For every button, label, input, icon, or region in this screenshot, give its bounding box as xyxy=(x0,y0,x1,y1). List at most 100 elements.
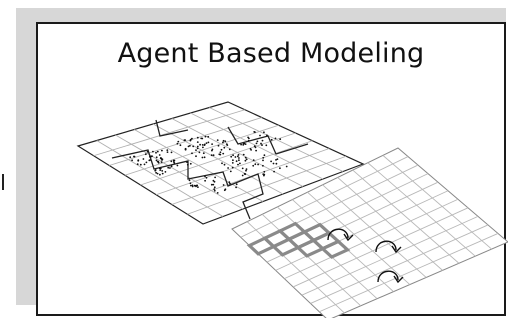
agent-dot xyxy=(273,170,275,173)
grid-line xyxy=(307,191,411,285)
grid-line xyxy=(155,140,313,196)
agent-dot xyxy=(257,163,259,166)
agent-dot xyxy=(207,135,210,138)
agent-dot xyxy=(235,183,238,186)
agent-dot xyxy=(204,135,207,138)
agent-dot xyxy=(188,179,191,182)
agent-dot xyxy=(245,168,248,171)
agent-dot xyxy=(279,138,282,141)
agent-dot xyxy=(129,156,132,159)
agent-dot xyxy=(220,148,223,151)
agent-dot xyxy=(159,169,162,172)
agent-dot xyxy=(212,183,215,186)
grid-line xyxy=(319,233,499,313)
agent-dot xyxy=(272,162,275,165)
region-boundary-a xyxy=(111,149,264,220)
agent-dot xyxy=(155,156,158,159)
grid-line xyxy=(109,117,262,166)
agent-dot xyxy=(190,184,192,187)
agent-dot xyxy=(203,144,206,146)
agent-dot xyxy=(275,162,278,165)
agent-dot xyxy=(228,148,231,151)
agent-dot xyxy=(201,144,204,146)
agent-dot xyxy=(261,139,264,142)
agent-dot xyxy=(224,140,227,143)
agent-dot xyxy=(167,166,170,169)
agent-dot xyxy=(274,137,277,140)
grid-line xyxy=(367,162,476,257)
agent-dot xyxy=(142,158,145,160)
grid-line xyxy=(337,177,443,271)
agent-dot xyxy=(217,144,220,147)
agent-dot xyxy=(262,156,265,159)
agent-dot xyxy=(161,172,164,175)
agent-dot xyxy=(223,189,226,192)
agent-dot xyxy=(146,150,149,153)
agent-dot xyxy=(152,150,154,153)
agent-dot xyxy=(270,138,273,141)
agent-dot xyxy=(160,161,163,164)
agent-dot xyxy=(213,188,216,191)
agent-dot xyxy=(197,186,199,189)
agent-dot xyxy=(158,167,161,170)
agent-dot xyxy=(155,151,157,154)
agent-dot xyxy=(254,131,256,133)
agent-dot xyxy=(204,179,207,182)
agent-dot xyxy=(261,144,263,146)
agent-dot xyxy=(184,139,187,141)
agent-dot xyxy=(222,141,224,144)
agent-dot xyxy=(164,171,167,173)
grid-line xyxy=(284,198,459,280)
agent-dot xyxy=(241,167,244,170)
agent-dot xyxy=(255,142,258,145)
agent-dot xyxy=(139,163,142,166)
agent-dot xyxy=(222,139,225,142)
rotation-arrow xyxy=(377,270,399,283)
agent-dot xyxy=(263,170,266,173)
agent-dot xyxy=(210,183,213,186)
agent-dot xyxy=(211,143,214,145)
agent-dot xyxy=(154,169,157,172)
agent-dot xyxy=(148,159,151,162)
region-boundary-b xyxy=(227,126,309,155)
diagram-card: Agent Based Modeling xyxy=(36,22,508,318)
agent-dot xyxy=(156,150,159,153)
agent-dot xyxy=(231,162,234,164)
arrow-head xyxy=(343,233,354,242)
lower-grid-layer xyxy=(231,147,508,318)
grid-line xyxy=(187,155,347,215)
agent-dot xyxy=(144,153,147,156)
agent-dot xyxy=(241,174,244,177)
diagram-title: Agent Based Modeling xyxy=(117,38,425,69)
agent-dot xyxy=(201,137,204,140)
agent-dot xyxy=(249,148,252,150)
agent-dot xyxy=(279,167,281,170)
agent-dot xyxy=(276,158,279,161)
agent-dot xyxy=(238,159,240,162)
agent-dot xyxy=(186,161,188,164)
agent-dot xyxy=(234,156,237,158)
agent-dot xyxy=(189,138,192,141)
agent-dot xyxy=(235,186,238,189)
agent-dot xyxy=(252,159,255,162)
agent-dot xyxy=(161,149,163,152)
agent-dot xyxy=(170,165,173,168)
agent-dot xyxy=(155,159,158,162)
agent-dot xyxy=(191,184,194,187)
highlighted-cells xyxy=(246,221,351,259)
agent-dot xyxy=(210,154,213,157)
agent-dot xyxy=(260,142,262,145)
agent-dot xyxy=(237,163,239,166)
agent-dot xyxy=(263,154,266,157)
agent-dot xyxy=(247,139,250,142)
agent-dot xyxy=(238,157,240,159)
agent-dot xyxy=(192,145,195,148)
agent-dot xyxy=(187,145,190,148)
agent-dot xyxy=(275,159,277,161)
layered-grid-illustration xyxy=(76,101,508,318)
agent-dot xyxy=(161,170,164,172)
agent-dot xyxy=(263,174,265,177)
agent-dot xyxy=(216,139,219,141)
agent-dot xyxy=(235,160,238,163)
agent-dot xyxy=(205,142,208,144)
